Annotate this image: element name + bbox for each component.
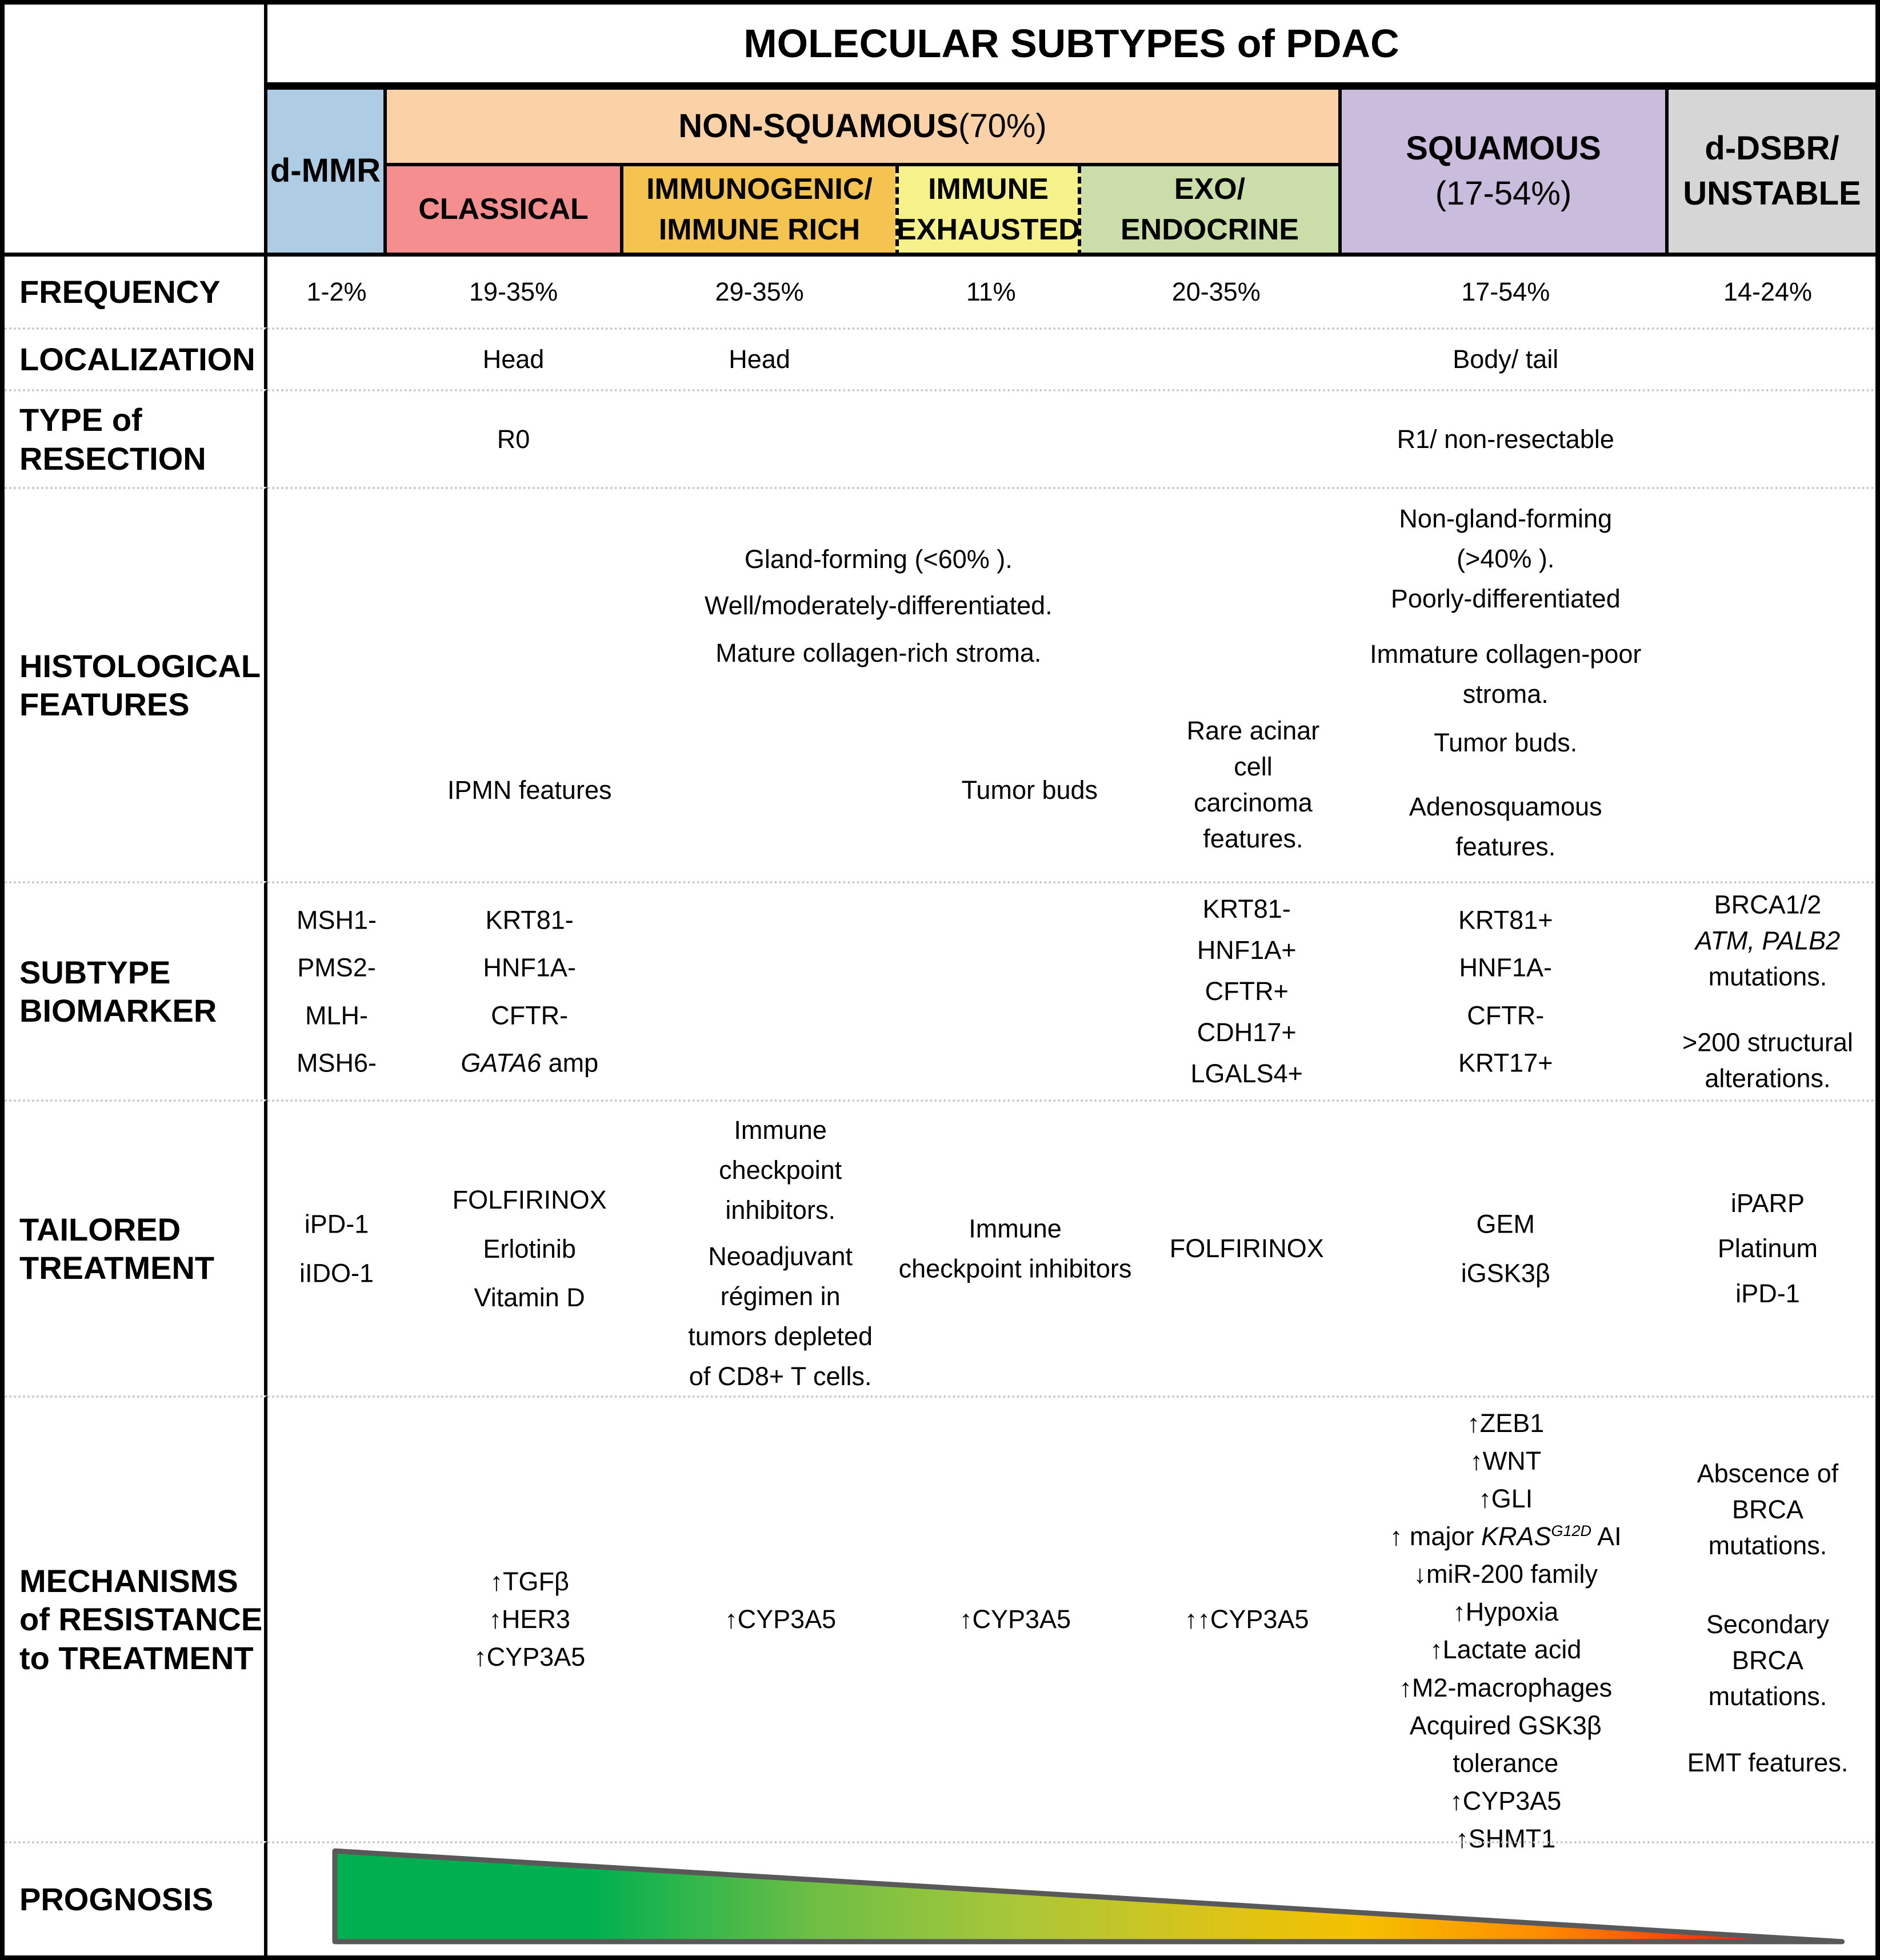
mech-exo: ↑↑CYP3A5 [1184, 1605, 1309, 1634]
dsbr-line1: d-DSBR/ [1705, 130, 1839, 167]
mech-dsbr-emt: EMT features. [1687, 1748, 1849, 1778]
treatment-classical: FOLFIRINOX Erlotinib Vitamin D [452, 1185, 607, 1312]
freq-dmmr: 1-2% [306, 277, 367, 306]
loc-classical: Head [482, 345, 545, 374]
col-header-immunogenic: IMMUNOGENIC/ IMMUNE RICH [623, 166, 895, 257]
table-title: MOLECULAR SUBTYPES of PDAC [267, 5, 1875, 86]
exo-line2: ENDOCRINE [1120, 213, 1299, 246]
loc-immunogenic: Head [729, 345, 790, 374]
exhausted-line2: EXHAUSTED [897, 213, 1080, 246]
squamous-label: SQUAMOUS [1406, 130, 1601, 167]
col-header-immune-exhausted: IMMUNE EXHAUSTED [895, 166, 1081, 257]
histo-exo-acinar: Rare acinar cell carcinoma features. [1186, 716, 1320, 854]
row-localization: Head Head Body/ tail [267, 327, 1875, 389]
treatment-exhausted: Immune checkpoint inhibitors [898, 1214, 1132, 1283]
histo-squamous-adeno: Adenosquamous features. [1409, 792, 1602, 862]
resection-classical: R0 [497, 424, 530, 454]
treatment-dsbr: iPARP Platinum iPD-1 [1717, 1188, 1818, 1308]
treatment-immunogenic-checkpoint: Immune checkpoint inhibitors. [719, 1115, 842, 1225]
squamous-pct: (17-54%) [1435, 174, 1572, 212]
mech-immunogenic: ↑CYP3A5 [725, 1605, 837, 1634]
row-mechanisms: ↑TGFβ ↑HER3 ↑CYP3A5 ↑CYP3A5 ↑CYP3A5 ↑↑CY… [267, 1395, 1875, 1853]
freq-dsbr: 14-24% [1723, 277, 1813, 306]
biomarker-dsbr: BRCA1/2 ATM, PALB2 mutations. >200 struc… [1682, 890, 1853, 1093]
histo-exhausted-buds: Tumor buds [961, 775, 1098, 805]
freq-classical: 19-35% [469, 277, 558, 306]
freq-exo: 20-35% [1171, 277, 1261, 306]
loc-squamous: Body/ tail [1453, 345, 1559, 374]
row-label-localization: LOCALIZATION [5, 327, 267, 389]
histo-nonsquamous-top: Gland-forming (<60% ). Well/moderately-d… [704, 545, 1053, 621]
histo-classical-ipmn: IPMN features [447, 775, 612, 805]
corner-cell [5, 5, 267, 257]
histo-squamous-top: Non-gland-forming (>40% ). Poorly-differ… [1390, 504, 1621, 613]
row-frequency: 1-2% 19-35% 29-35% 11% 20-35% 17-54% 14-… [267, 257, 1875, 327]
table-grid: MOLECULAR SUBTYPES of PDAC d-MMR NON-SQU… [5, 5, 1875, 1955]
biomarker-squamous: KRT81+ HNF1A- CFTR- KRT17+ [1458, 905, 1553, 1078]
row-prognosis [267, 1841, 1875, 1955]
freq-immunogenic: 29-35% [715, 277, 804, 306]
row-treatment: iPD-1 iIDO-1 FOLFIRINOX Erlotinib Vitami… [267, 1099, 1875, 1395]
biomarker-dmmr: MSH1- PMS2- MLH- MSH6- [296, 905, 377, 1078]
col-header-classical: CLASSICAL [387, 166, 623, 257]
treatment-immunogenic-neoadjuvant: Neoadjuvant régimen in tumors depleted o… [688, 1242, 873, 1391]
col-header-dsbr: d-DSBR/ UNSTABLE [1669, 86, 1875, 257]
row-histology: Gland-forming (<60% ). Well/moderately-d… [267, 487, 1875, 881]
classical-label: CLASSICAL [418, 193, 589, 226]
mech-exhausted: ↑CYP3A5 [959, 1605, 1071, 1634]
row-biomarker: MSH1- PMS2- MLH- MSH6- KRT81- HNF1A- CFT… [267, 881, 1875, 1099]
col-header-non-squamous: NON-SQUAMOUS (70%) [387, 86, 1338, 166]
immunogenic-line1: IMMUNOGENIC/ [646, 173, 873, 206]
freq-squamous: 17-54% [1461, 277, 1550, 306]
mech-dsbr-secondary: Secondary BRCA mutations. [1706, 1609, 1830, 1711]
mech-dsbr-absence: Abscence of BRCA mutations. [1697, 1458, 1839, 1560]
immunogenic-line2: IMMUNE RICH [658, 213, 861, 246]
biomarker-classical: KRT81- HNF1A- CFTR- GATA6 amp [461, 905, 599, 1078]
mech-squamous: ↑ZEB1 ↑WNT ↑GLI ↑ major KRASG12D AI ↓miR… [1389, 1408, 1622, 1854]
prognosis-gradient-wedge [330, 1848, 1847, 1946]
exo-line1: EXO/ [1174, 173, 1246, 206]
biomarker-exo: KRT81- HNF1A+ CFTR+ CDH17+ LGALS4+ [1190, 894, 1303, 1088]
histo-nonsquamous-stroma: Mature collagen-rich stroma. [715, 638, 1042, 667]
row-label-prognosis: PROGNOSIS [5, 1841, 267, 1955]
dsbr-line2: UNSTABLE [1683, 174, 1861, 212]
histo-squamous-stroma: Immature collagen-poor stroma. [1370, 639, 1642, 709]
col-header-dmmr: d-MMR [267, 86, 387, 257]
treatment-squamous: GEM iGSK3β [1461, 1209, 1550, 1288]
resection-squamous: R1/ non-resectable [1397, 424, 1614, 454]
treatment-exo: FOLFIRINOX [1169, 1234, 1324, 1263]
non-squamous-label: NON-SQUAMOUS [678, 107, 959, 145]
row-label-frequency: FREQUENCY [5, 257, 267, 327]
col-header-dmmr-label: d-MMR [270, 152, 381, 190]
treatment-dmmr: iPD-1 iIDO-1 [299, 1209, 374, 1288]
exhausted-line1: IMMUNE [928, 173, 1049, 206]
row-resection: R0 R1/ non-resectable [267, 389, 1875, 487]
col-header-squamous: SQUAMOUS (17-54%) [1338, 86, 1669, 257]
histo-squamous-buds: Tumor buds. [1434, 728, 1578, 758]
mech-classical: ↑TGFβ ↑HER3 ↑CYP3A5 [474, 1566, 586, 1672]
freq-exhausted: 11% [966, 277, 1016, 306]
non-squamous-pct: (70%) [958, 107, 1047, 145]
mech-kras-line: ↑ major KRASG12D AI [1389, 1522, 1622, 1551]
col-header-exo-endocrine: EXO/ ENDOCRINE [1081, 166, 1338, 257]
